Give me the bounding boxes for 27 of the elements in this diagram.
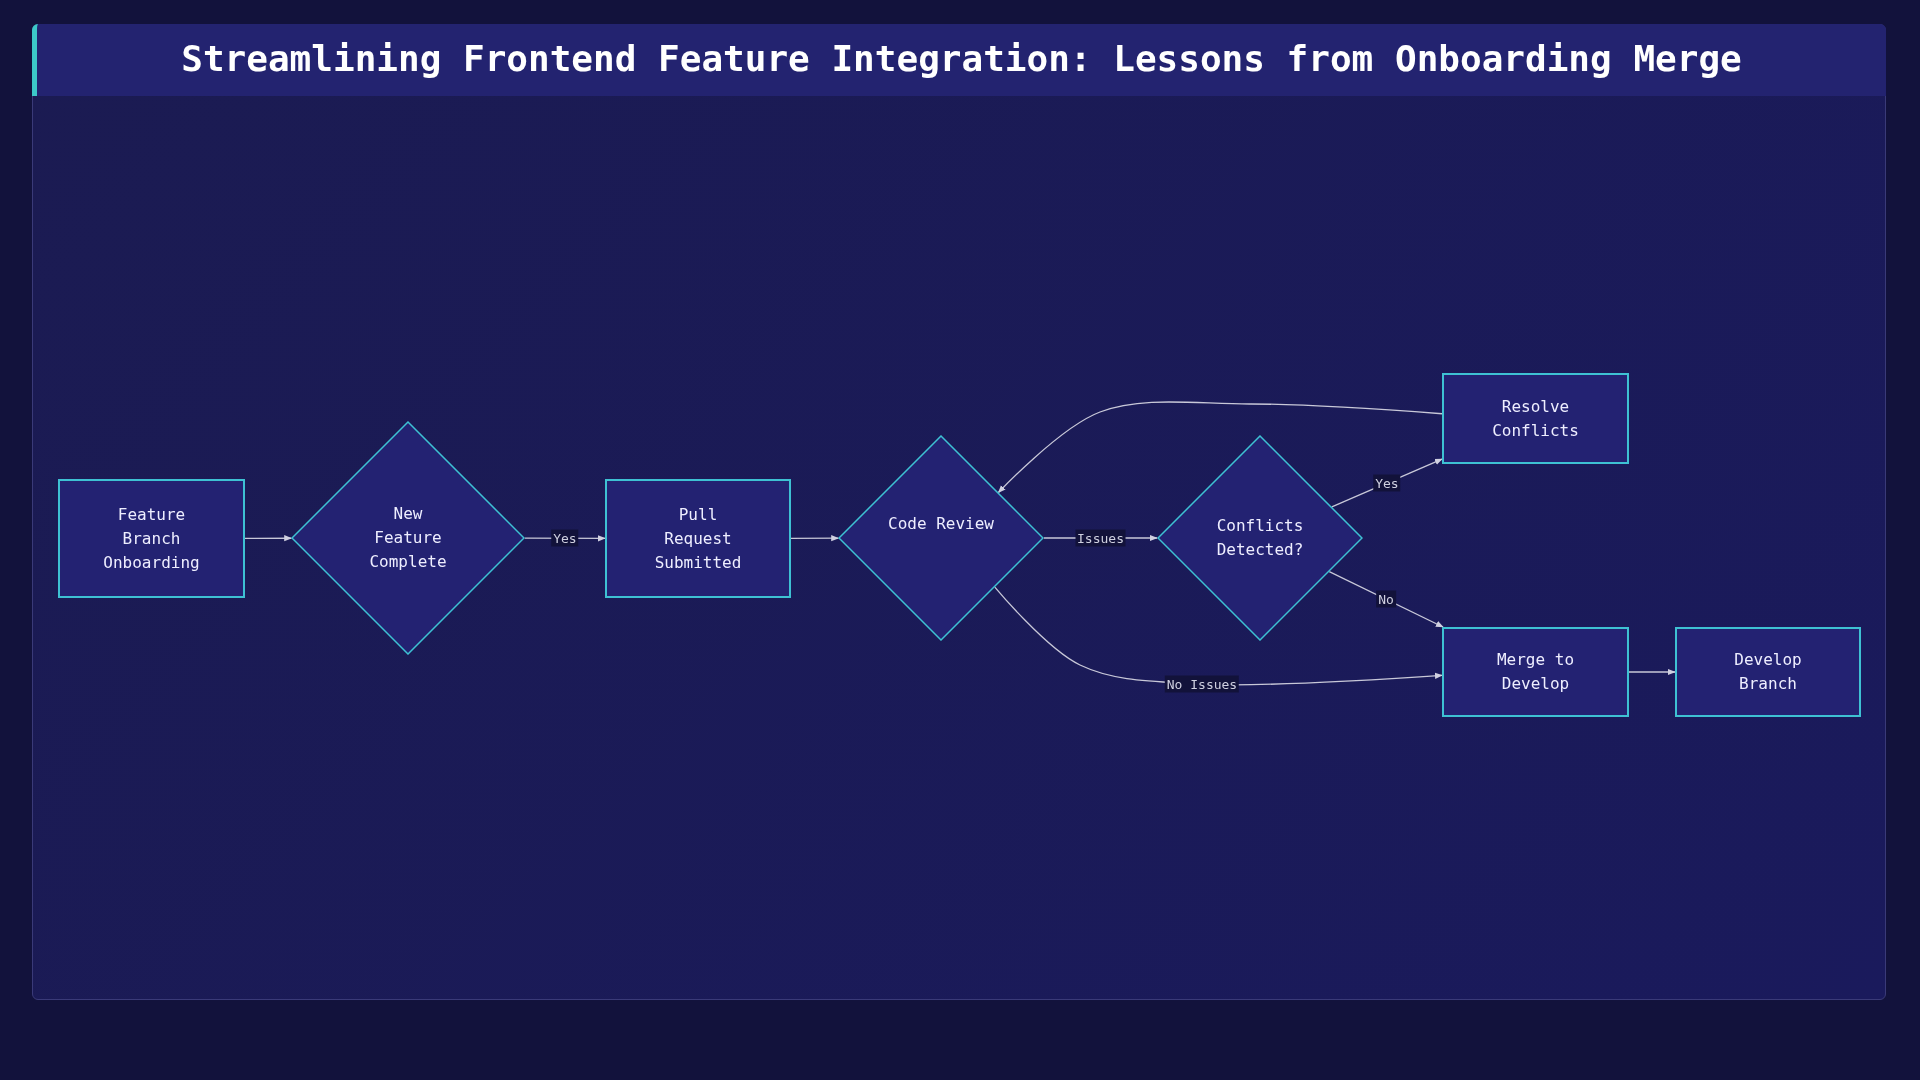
node-label: New Feature Complete: [368, 503, 448, 573]
decision-diamond: [291, 421, 525, 655]
process-box: [605, 479, 791, 598]
arrow: [1328, 571, 1444, 628]
arrow: [790, 535, 839, 542]
title: Streamlining Frontend Feature Integration: Lessons from Onboarding Merge: [181, 38, 1742, 79]
node-label: Code Review: [888, 513, 994, 535]
process-box: [1442, 373, 1629, 464]
process-box: [1675, 627, 1861, 717]
arrow: [997, 401, 1443, 494]
node-label: Feature Branch Onboarding: [102, 503, 201, 574]
node-label: Develop Branch: [1733, 649, 1803, 695]
process-box: [1442, 627, 1629, 717]
edge-label: No Issues: [1164, 675, 1240, 693]
node-label: Pull Request Submitted: [653, 503, 743, 574]
edge-label: No: [1376, 590, 1396, 608]
decision-diamond: [1157, 435, 1363, 641]
arrow: [244, 535, 292, 542]
edge-label: Yes: [1373, 474, 1401, 492]
node-label: Resolve Conflicts: [1491, 395, 1580, 442]
edge-label: Issues: [1075, 529, 1126, 547]
edge-label: Yes: [551, 529, 579, 547]
node-label: Conflicts Detected?: [1215, 515, 1305, 561]
decision-diamond: [838, 435, 1044, 641]
node-label: Merge to Develop: [1495, 649, 1576, 695]
arrow: [1628, 668, 1676, 676]
process-box: [58, 479, 245, 598]
